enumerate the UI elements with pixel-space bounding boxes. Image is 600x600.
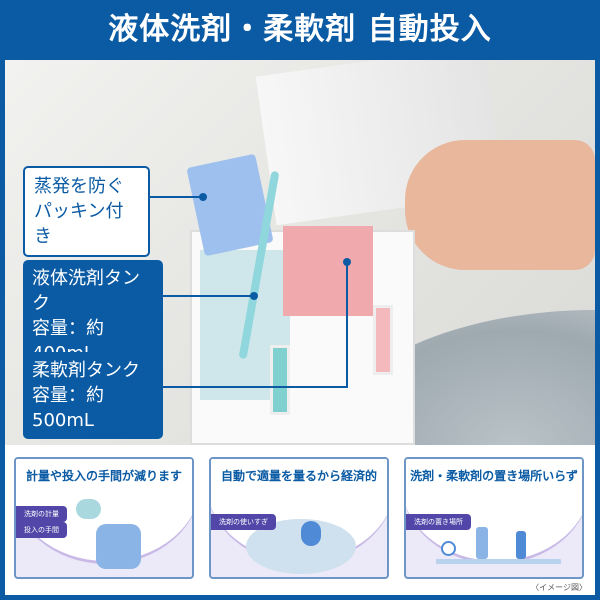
clock-icon xyxy=(441,541,456,556)
callout-text: 蒸発を防ぐ xyxy=(34,176,124,197)
callout-dot xyxy=(343,258,351,266)
callout-line xyxy=(163,386,348,388)
callout-text: 容量：約500mL xyxy=(32,385,104,431)
callout-dot xyxy=(199,193,207,201)
callout-line xyxy=(163,295,253,297)
softener-tank xyxy=(283,226,373,316)
bottle-icon xyxy=(516,531,526,559)
shelf-icon xyxy=(436,559,561,564)
detergent-window xyxy=(270,345,290,415)
feature-tag: 投入の手間 xyxy=(16,522,67,538)
callout-packing: 蒸発を防ぐ パッキン付き xyxy=(23,166,150,257)
feature-tag: 洗剤の計量 xyxy=(16,506,67,522)
callout-line xyxy=(346,262,348,387)
callout-text: 柔軟剤タンク xyxy=(32,360,140,381)
softener-window xyxy=(373,305,393,375)
feature-card: 洗剤・柔軟剤の置き場所いらず 洗剤の置き場所 xyxy=(404,457,584,579)
feature-card: 自動で適量を量るから経済的 洗剤の使いすぎ xyxy=(209,457,389,579)
callout-text: 液体洗剤タンク xyxy=(32,268,140,314)
callout-dot xyxy=(250,292,258,300)
feature-title: 計量や投入の手間が減ります xyxy=(16,459,192,491)
feature-title: 洗剤・柔軟剤の置き場所いらず xyxy=(406,459,582,491)
image-note: 〈イメージ図〉 xyxy=(531,583,587,592)
measuring-cup-icon xyxy=(96,524,141,569)
hand xyxy=(405,140,595,270)
product-photo xyxy=(5,60,595,445)
callout-text: パッキン付き xyxy=(34,201,124,247)
callout-line xyxy=(150,196,202,198)
feature-tag: 洗剤の使いすぎ xyxy=(211,514,276,530)
feature-tag: 洗剤の置き場所 xyxy=(406,514,471,530)
callout-softener-tank: 柔軟剤タンク 容量：約500mL xyxy=(23,352,163,439)
feature-panel: 計量や投入の手間が減ります 洗剤の計量 投入の手間 自動で適量を量るから経済的 … xyxy=(5,445,595,595)
bottle-icon xyxy=(76,499,101,519)
pouring-detergent-icon xyxy=(301,521,321,546)
feature-title: 自動で適量を量るから経済的 xyxy=(211,459,387,491)
feature-card: 計量や投入の手間が減ります 洗剤の計量 投入の手間 xyxy=(14,457,194,579)
bottle-icon xyxy=(476,527,488,559)
page-title: 液体洗剤・柔軟剤 自動投入 xyxy=(0,0,600,60)
